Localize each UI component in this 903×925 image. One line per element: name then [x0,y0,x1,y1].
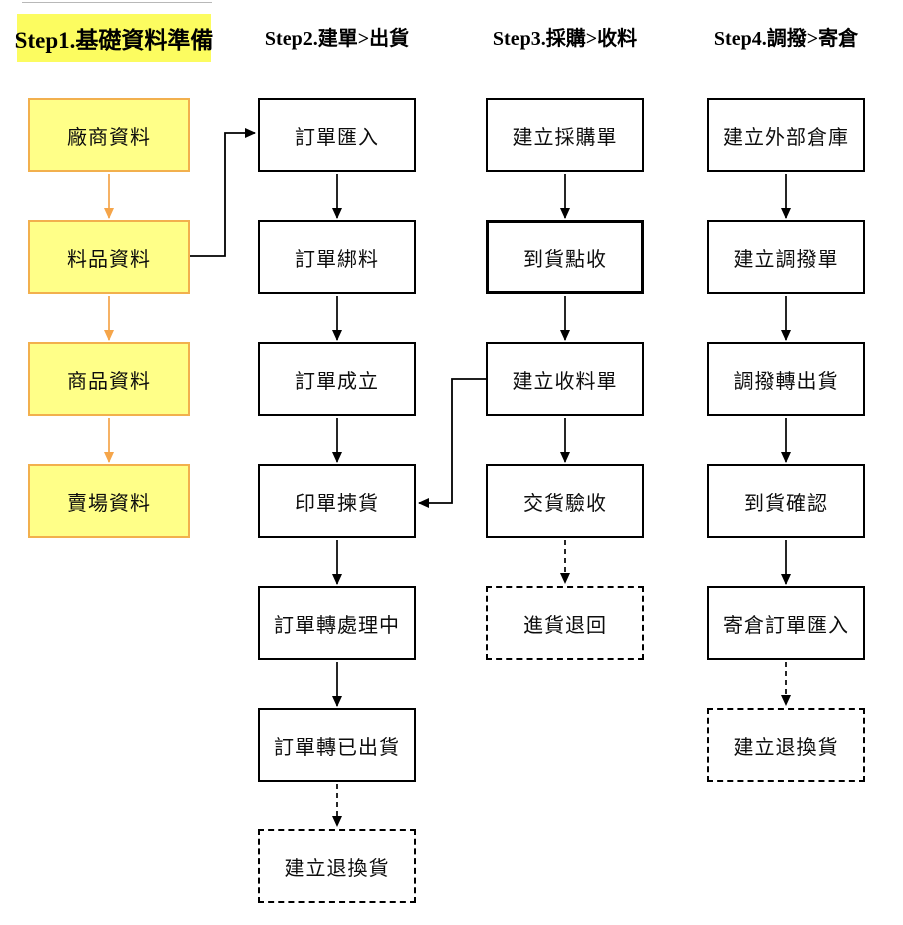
connector-receiving-to-picking [418,378,486,508]
node-order-confirmed: 訂單成立 [258,342,416,416]
node-material-data: 料品資料 [28,220,190,294]
node-create-return-exchange-2: 建立退換貨 [707,708,865,782]
node-purchase-return: 進貨退回 [486,586,644,660]
node-order-bind-material: 訂單綁料 [258,220,416,294]
step2-header: Step2.建單>出貨 [264,27,410,50]
node-arrival-check: 到貨點收 [486,220,644,294]
step1-header: Step1.基礎資料準備 [15,14,213,62]
step3-header: Step3.採購>收料 [492,27,638,50]
node-create-return-exchange: 建立退換貨 [258,829,416,903]
node-delivery-inspection: 交貨驗收 [486,464,644,538]
node-print-picking: 印單揀貨 [258,464,416,538]
node-order-to-processing: 訂單轉處理中 [258,586,416,660]
node-create-transfer-order: 建立調撥單 [707,220,865,294]
node-store-data: 賣場資料 [28,464,190,538]
node-order-to-shipped: 訂單轉已出貨 [258,708,416,782]
node-product-data: 商品資料 [28,342,190,416]
node-create-external-warehouse: 建立外部倉庫 [707,98,865,172]
node-create-purchase-order: 建立採購單 [486,98,644,172]
node-create-receiving-note: 建立收料單 [486,342,644,416]
node-consignment-order-import: 寄倉訂單匯入 [707,586,865,660]
connector-material-to-order-import [190,128,256,257]
top-divider-line [22,2,212,3]
node-transfer-to-shipment: 調撥轉出貨 [707,342,865,416]
node-vendor-data: 廠商資料 [28,98,190,172]
step4-header: Step4.調撥>寄倉 [713,27,859,50]
node-order-import: 訂單匯入 [258,98,416,172]
node-arrival-confirmation: 到貨確認 [707,464,865,538]
